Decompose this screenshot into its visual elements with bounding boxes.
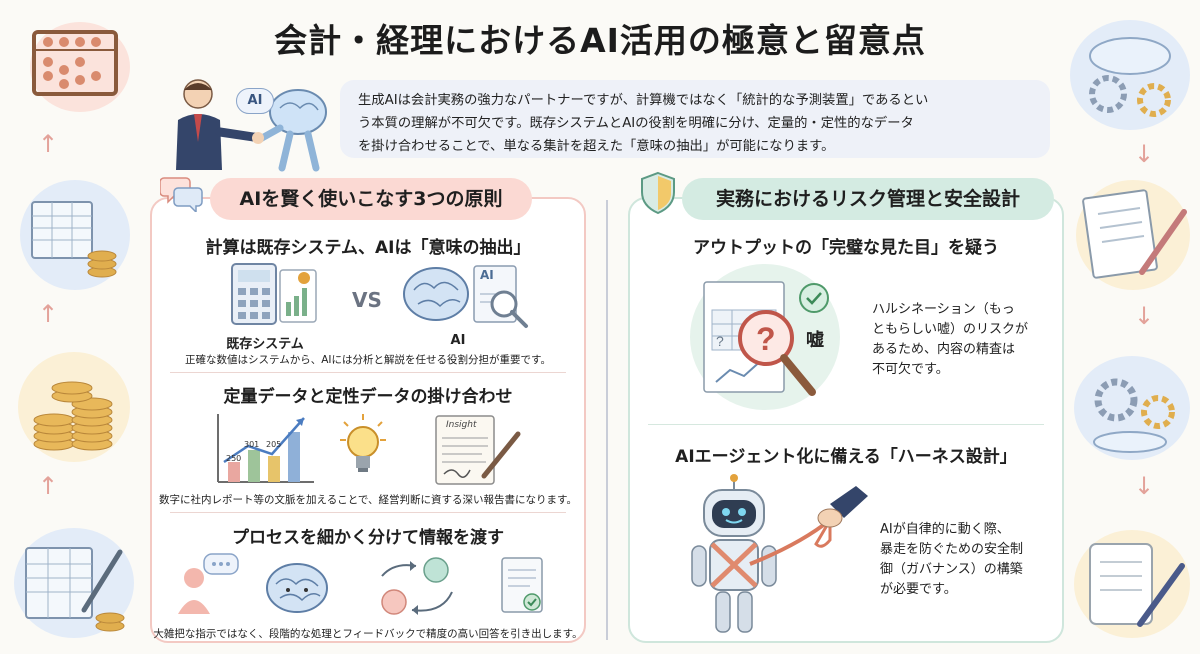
left-decoration-column: ↑ ↑ ↑ [0, 0, 140, 654]
ai-document-label: AI [480, 268, 494, 282]
insight-doc-label: Insight [446, 420, 477, 430]
ai-badge: AI [236, 88, 274, 114]
arrow-up-icon: ↑ [38, 300, 59, 328]
section-title: 定量データと定性データの掛け合わせ [223, 387, 513, 407]
insight-report-pen-icon [435, 415, 521, 485]
text-line: 暴走を防ぐための安全制 [880, 542, 1024, 557]
coin-stack-icon [33, 381, 113, 451]
text-line: ハルシネーション（もっ [872, 302, 1015, 317]
section-caption: 正確な数値はシステムから、AIには分析と解説を任せる役割分担が重要です。 [185, 354, 551, 366]
section-separator [648, 424, 1044, 425]
text-line: が必要です。 [880, 582, 957, 597]
text-line: 御（ガバナンス）の構築 [880, 562, 1023, 577]
text-line: AIが自律的に動く際、 [880, 522, 1010, 537]
cloud-gears-icon [1089, 37, 1171, 117]
intro-line: う本質の理解が不可欠です。既存システムとAIの役割を明確に分け、定量的・定性的な… [358, 116, 914, 131]
panel-divider [606, 200, 608, 640]
text-line: 不可欠です。 [872, 362, 949, 377]
ledger-pen-icon [25, 547, 125, 632]
section-title: アウトプットの「完璧な見た目」を疑う [693, 238, 999, 258]
vs-label: VS [352, 288, 382, 312]
page-title: 会計・経理におけるAI活用の極意と留意点 [274, 21, 926, 60]
lightbulb-icon [340, 414, 386, 472]
shield-icon [641, 171, 675, 215]
lie-stamp: 嘘 [806, 330, 824, 351]
bar-chart-icon [217, 414, 314, 483]
right-decoration-column: ↓ ↓ ↓ [1060, 0, 1200, 654]
businessman-robot-handshake-illustration [176, 79, 327, 172]
robot-harness-icon [691, 474, 868, 633]
checked-document-icon [501, 557, 543, 613]
ai-brain-analysis-icon [403, 265, 528, 328]
text-line: あるため、内容の精査は [872, 342, 1016, 357]
arrow-down-icon: ↓ [1134, 140, 1155, 168]
user-speech-icon [178, 553, 239, 614]
principles-heading: AIを賢く使いこなす3つの原則 [210, 178, 532, 220]
ai-brain-icon [266, 563, 328, 613]
section-caption: 数字に社内レポート等の文脈を加えることで、経営判断に資する深い報告書になります。 [159, 494, 577, 506]
bar-value-label: 301 [244, 440, 260, 449]
abacus-icon [32, 30, 118, 96]
feedback-loop-icon [381, 557, 453, 615]
arrow-up-icon: ↑ [38, 130, 59, 158]
bar-value-label: 250 [226, 454, 242, 463]
document-pen-icon [1082, 189, 1187, 279]
spreadsheet-coins-icon [31, 201, 117, 278]
arrow-down-icon: ↓ [1134, 302, 1155, 330]
section-title: 計算は既存システム、AIは「意味の抽出」 [205, 238, 531, 258]
scroll-pen-icon [1089, 543, 1185, 627]
magnifier-document-icon: ? ? [703, 281, 829, 396]
intro-line: 生成AIは会計実務の強力なパートナーですが、計算機ではなく「統計的な予測装置」で… [358, 93, 929, 108]
section-title: AIエージェント化に備える「ハーネス設計」 [675, 447, 1017, 467]
text-line: ともらしい嘘）のリスクが [872, 322, 1029, 337]
svg-text:?: ? [716, 333, 724, 349]
section-separator [170, 372, 566, 373]
arrow-down-icon: ↓ [1134, 472, 1155, 500]
section-caption: 大雑把な指示ではなく、段階的な処理とフィードバックで精度の高い回答を引き出します… [153, 628, 583, 640]
intro-line: を掛け合わせることで、単なる集計を超えた「意味の抽出」が可能になります。 [358, 139, 835, 154]
label-existing-system: 既存システム [226, 337, 304, 352]
hallucination-risk-text: ハルシネーション（もっ ともらしい嘘）のリスクが あるため、内容の精査は 不可欠… [872, 300, 1028, 380]
bar-value-label: 205 [266, 440, 282, 449]
intro-summary-box: 生成AIは会計実務の強力なパートナーですが、計算機ではなく「統計的な予測装置」で… [340, 80, 1050, 158]
section-title: プロセスを細かく分けて情報を渡す [232, 528, 504, 548]
chat-bubbles-icon [160, 177, 203, 212]
harness-design-text: AIが自律的に動く際、 暴走を防ぐための安全制 御（ガバナンス）の構築 が必要で… [880, 520, 1023, 600]
label-ai: AI [450, 333, 466, 348]
section-separator [170, 512, 566, 513]
gears-cloud-icon [1093, 378, 1175, 453]
arrow-up-icon: ↑ [38, 472, 59, 500]
calculator-chart-icon [231, 263, 317, 325]
svg-text:?: ? [756, 321, 776, 357]
risk-heading: 実務におけるリスク管理と安全設計 [682, 178, 1054, 220]
